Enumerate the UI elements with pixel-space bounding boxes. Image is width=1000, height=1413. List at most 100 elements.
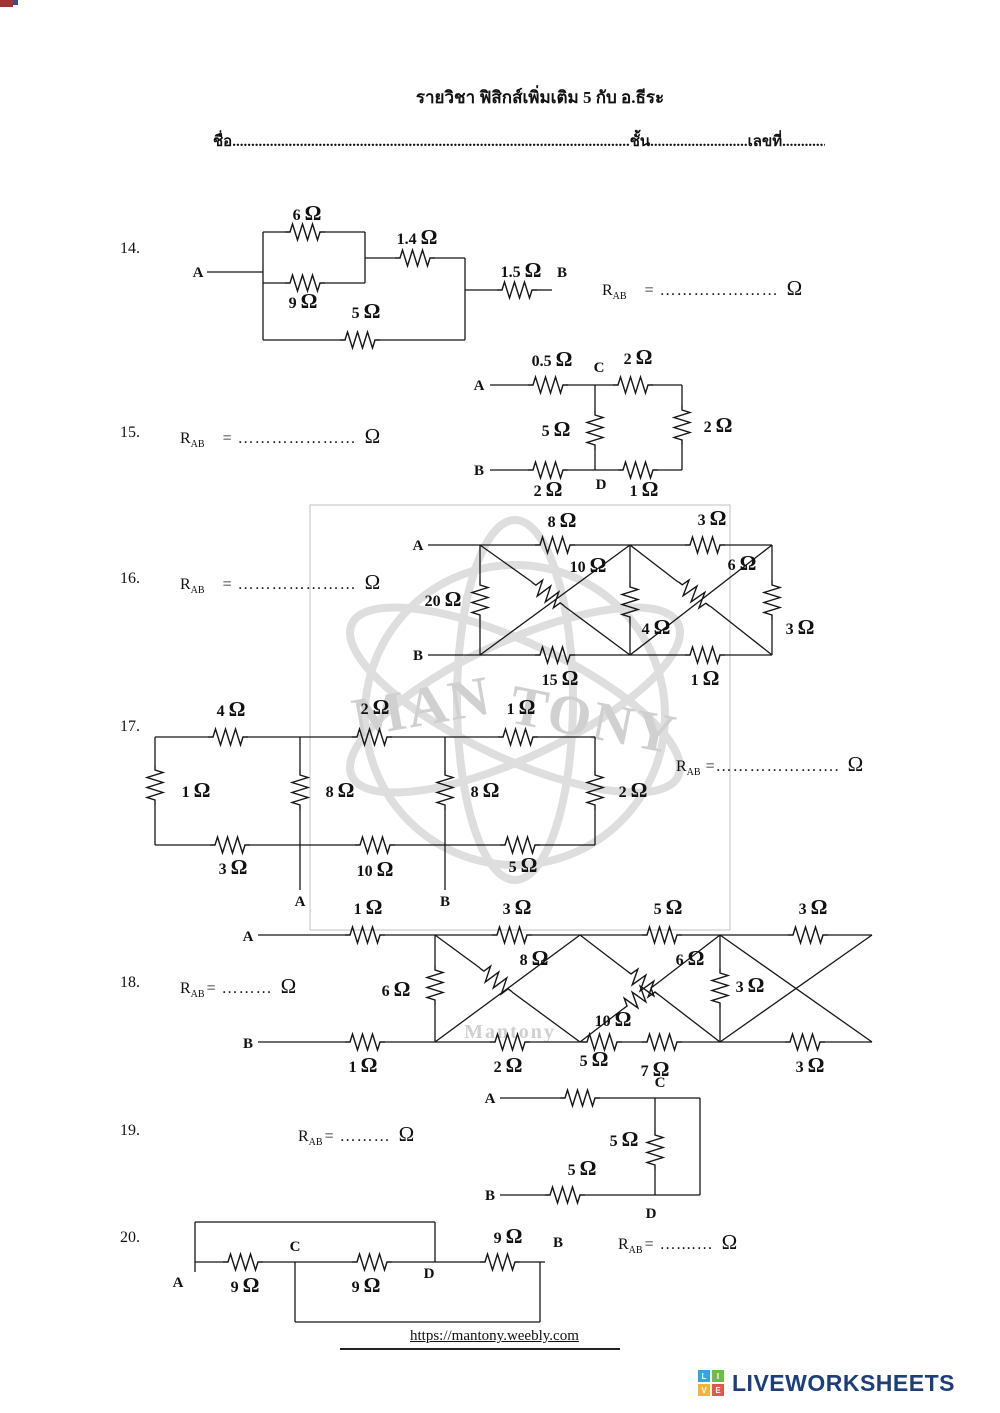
resistor-label: 5 Ω — [568, 1156, 597, 1180]
answer-line-19: RAB= ………Ω — [298, 1122, 415, 1149]
resistor — [613, 374, 653, 396]
problem-number-18: 18. — [120, 974, 140, 991]
wire — [658, 994, 721, 1043]
node-label-D: D — [596, 477, 607, 493]
name-class-number-line[interactable]: ชื่อ....................................… — [213, 134, 825, 150]
resistor — [582, 1031, 622, 1053]
node-label-D: D — [646, 1206, 657, 1222]
resistor-label: 6 Ω — [293, 201, 322, 225]
answer-blank-16[interactable]: = ………………… — [222, 576, 357, 593]
scan-artifact — [0, 0, 13, 7]
brand-square-L: L — [698, 1370, 710, 1382]
resistor-label: 1.4 Ω — [397, 225, 438, 249]
answer-blank-18[interactable]: = ……… — [206, 980, 273, 997]
rab-subscript: AB — [308, 1137, 323, 1149]
problem-number-20: 20. — [120, 1229, 140, 1246]
rab-label: R — [180, 430, 191, 447]
wire — [479, 544, 533, 583]
answer-blank-15[interactable]: = ………………… — [222, 430, 357, 447]
resistor — [355, 834, 395, 856]
resistor-label: 8 Ω — [520, 946, 549, 970]
wire — [654, 934, 721, 986]
resistor — [642, 1031, 682, 1053]
resistor-label: 1 Ω — [691, 666, 720, 690]
answer-blank-14[interactable]: = ………………… — [644, 282, 779, 299]
node-label-A: A — [295, 894, 306, 910]
rab-label: R — [618, 1236, 629, 1253]
omega-unit: Ω — [364, 424, 381, 448]
problem-number-14: 14. — [120, 240, 140, 257]
answer-blank-17[interactable]: =…………………. — [705, 758, 840, 775]
rab-label: R — [180, 980, 191, 997]
resistor — [785, 1031, 825, 1053]
resistor — [644, 1130, 666, 1170]
node-label-C: C — [655, 1075, 666, 1091]
problem-number-15: 15. — [120, 424, 140, 441]
resistor-label: 2 Ω — [534, 477, 563, 501]
answer-line-15: RAB= …………………Ω — [180, 424, 381, 450]
resistor-label: 8 Ω — [471, 778, 500, 802]
answer-line-14: RAB= …………………Ω — [602, 276, 802, 302]
resistor — [671, 405, 693, 445]
resistor-label: 15 Ω — [542, 666, 579, 690]
resistor — [685, 534, 725, 556]
resistor-label: 20 Ω — [425, 587, 462, 611]
resistor — [528, 459, 568, 481]
answer-line-20: RAB= …....…Ω — [618, 1230, 738, 1256]
resistor-label: 3 Ω — [219, 855, 248, 879]
resistor-label: 1 Ω — [182, 778, 211, 802]
omega-unit: Ω — [398, 1122, 415, 1146]
resistor-label: 1.5 Ω — [501, 258, 542, 282]
resistor-label: 10 Ω — [595, 1007, 632, 1031]
resistor — [545, 1184, 585, 1206]
wire — [579, 1008, 624, 1043]
footer-divider — [340, 1348, 620, 1350]
brand-square-E: E — [712, 1384, 724, 1396]
resistor — [492, 924, 532, 946]
resistor-label: 4 Ω — [642, 615, 671, 639]
page-title: รายวิชา ฟิสิกส์เพิ่มเติม 5 กับ อ.ธีระ — [415, 88, 665, 107]
resistor-label: 5 Ω — [542, 417, 571, 441]
watermark-text-small: Mantony — [464, 1021, 556, 1043]
resistor — [584, 410, 606, 450]
node-label-A: A — [173, 1275, 184, 1291]
resistor-label: 8 Ω — [326, 778, 355, 802]
resistor — [761, 580, 783, 620]
answer-blank-19[interactable]: = ……… — [324, 1128, 391, 1145]
rab-label: R — [180, 576, 191, 593]
answer-blank-20[interactable]: = …....… — [644, 1236, 714, 1253]
resistor — [560, 1087, 600, 1109]
resistor-label: 9 Ω — [231, 1273, 260, 1297]
answer-line-17: RAB=………………….Ω — [676, 752, 864, 778]
node-label-A: A — [413, 538, 424, 554]
resistor-label: 3 Ω — [796, 1053, 825, 1077]
resistor-label: 1 Ω — [630, 477, 659, 501]
node-label-B: B — [485, 1188, 495, 1204]
resistor-label: 2 Ω — [619, 778, 648, 802]
resistor — [788, 924, 828, 946]
node-label-B: B — [440, 894, 450, 910]
resistor — [434, 770, 456, 810]
omega-unit: Ω — [721, 1230, 738, 1254]
resistor-label: 9 Ω — [352, 1273, 381, 1297]
omega-unit: Ω — [847, 752, 864, 776]
wire — [629, 544, 773, 656]
resistor-label: 7 Ω — [641, 1057, 670, 1081]
node-label-B: B — [243, 1036, 253, 1052]
resistor-label: 2 Ω — [704, 413, 733, 437]
wire — [479, 544, 631, 656]
resistor — [535, 534, 575, 556]
resistor-label: 0.5 Ω — [532, 347, 573, 371]
rab-subscript: AB — [190, 585, 205, 597]
scan-artifact — [13, 0, 18, 5]
resistor-label: 6 Ω — [382, 977, 411, 1001]
resistor-label: 5 Ω — [509, 853, 538, 877]
resistor — [395, 247, 435, 269]
answer-line-18: RAB= ………Ω — [180, 974, 296, 1000]
